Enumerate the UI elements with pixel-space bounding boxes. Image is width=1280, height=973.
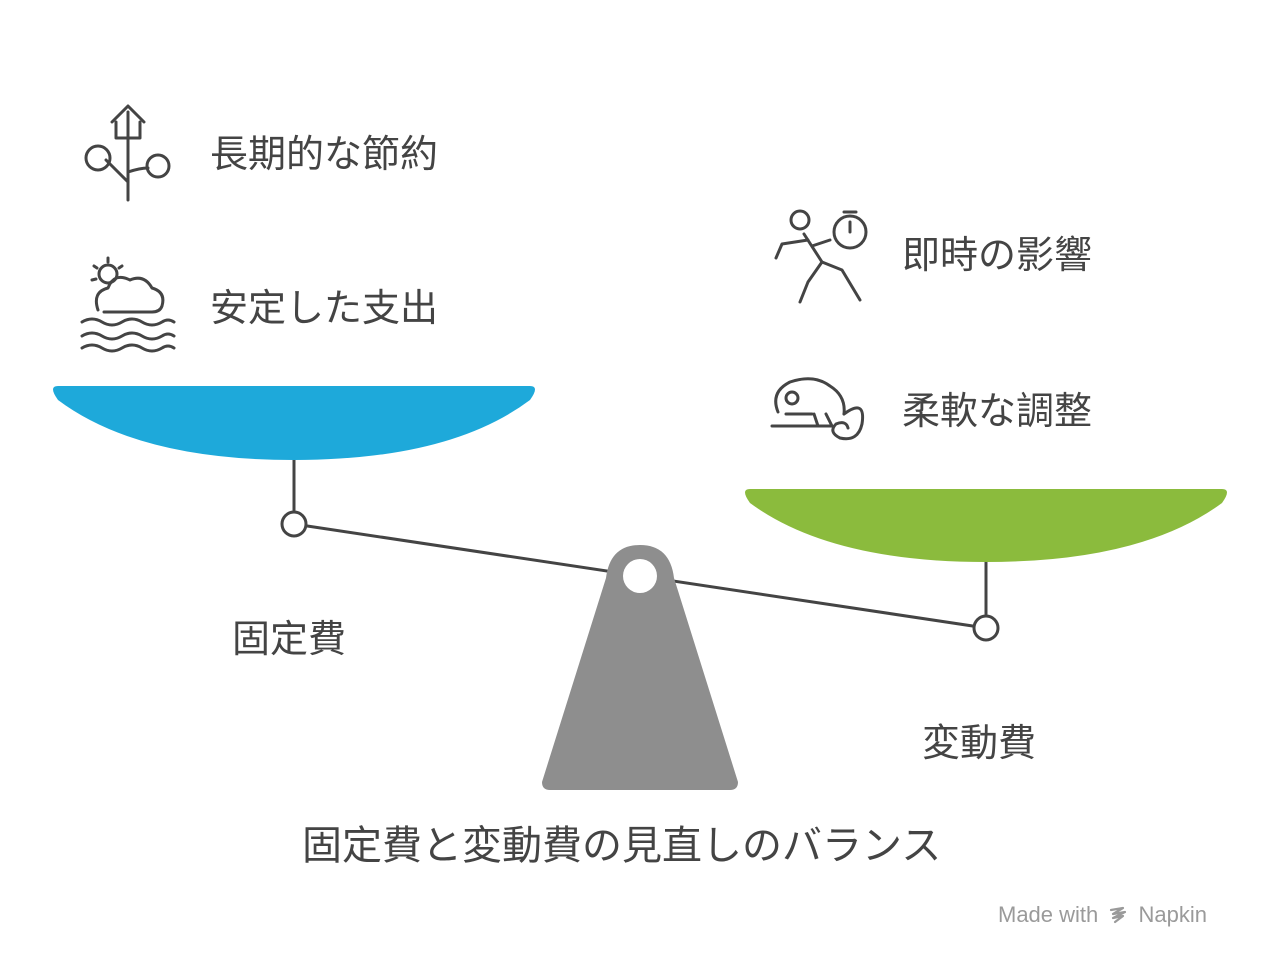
benefit-label-flexible-adjustment: 柔軟な調整 <box>902 389 1093 433</box>
running-stopwatch-icon <box>774 209 868 304</box>
made-with-napkin-watermark: Made with Napkin <box>998 902 1207 931</box>
left-pan <box>53 386 535 460</box>
napkin-logo-icon <box>1108 905 1128 931</box>
fixed-cost-label: 固定費 <box>232 617 347 661</box>
right-pan <box>745 489 1227 562</box>
diagram-caption: 固定費と変動費の見直しのバランス <box>302 823 942 869</box>
scale-fulcrum <box>542 545 738 790</box>
watermark-prefix: Made with <box>998 902 1099 927</box>
variable-cost-label: 変動費 <box>922 721 1037 765</box>
benefit-label-immediate-impact: 即時の影響 <box>902 233 1093 277</box>
growing-plant-icon <box>84 104 171 202</box>
right-pan-joint <box>972 614 1000 642</box>
benefit-label-long-term-savings: 長期的な節約 <box>210 132 439 176</box>
benefit-label-stable-spending: 安定した支出 <box>210 286 439 330</box>
watermark-brand: Napkin <box>1138 902 1208 927</box>
fulcrum-pivot <box>623 559 657 593</box>
sun-cloud-waves-icon <box>80 256 176 353</box>
chameleon-icon <box>770 377 865 441</box>
left-pan-joint <box>280 510 308 538</box>
